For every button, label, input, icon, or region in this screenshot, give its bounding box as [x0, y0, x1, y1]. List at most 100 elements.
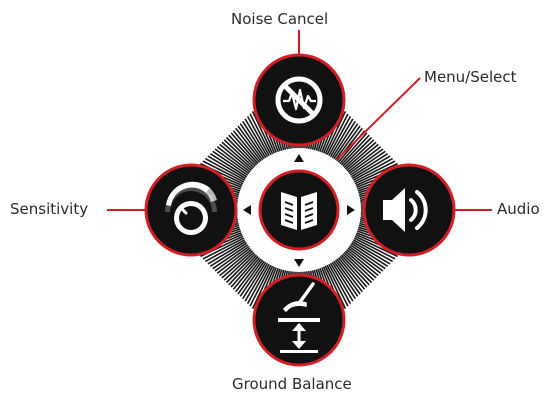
arrow-up-icon: [294, 154, 304, 162]
arrow-left-icon: [243, 205, 251, 215]
label-noise-cancel: Noise Cancel: [231, 10, 329, 28]
ray-line: [344, 244, 382, 274]
ray-line: [207, 238, 250, 265]
ray-line: [330, 257, 359, 297]
ray-line: [205, 237, 249, 263]
ray-line: [235, 127, 265, 165]
ray-line: [332, 256, 361, 295]
sensitivity-button[interactable]: [144, 163, 238, 257]
ray-line: [349, 237, 393, 263]
ray-line: [232, 254, 263, 290]
ray-line: [225, 136, 259, 170]
ray-line: [346, 241, 386, 270]
ray-line: [345, 243, 384, 272]
ray-line: [336, 132, 368, 168]
ray-line: [202, 235, 248, 260]
ray-line: [242, 120, 269, 162]
ray-line: [244, 259, 271, 302]
ray-line: [239, 123, 268, 163]
ray-line: [249, 261, 274, 307]
ray-line: [344, 146, 382, 176]
ray-line: [225, 250, 259, 284]
ray-line: [209, 153, 251, 180]
ray-line: [347, 153, 389, 180]
ray-line: [333, 255, 363, 293]
label-ground-balance: Ground Balance: [232, 375, 352, 393]
ray-line: [345, 148, 384, 177]
ray-line: [237, 256, 266, 295]
ray-line: [341, 141, 377, 173]
ray-line: [350, 160, 396, 185]
ray-line: [249, 113, 274, 159]
ray-line: [221, 247, 257, 279]
ray-line: [205, 157, 249, 183]
label-menu-select: Menu/Select: [424, 68, 517, 86]
ray-line: [219, 143, 255, 174]
ray-line: [329, 120, 356, 162]
ray-line: [351, 233, 398, 258]
ray-line: [349, 157, 393, 183]
arrow-down-icon: [294, 259, 304, 267]
ground-balance-button[interactable]: [252, 273, 346, 367]
ray-line: [242, 258, 269, 300]
ray-line: [329, 258, 356, 300]
direction-arrows: [243, 154, 355, 267]
ray-line: [212, 241, 252, 270]
ray-line: [322, 262, 347, 309]
ray-line: [327, 118, 354, 161]
ray-line: [246, 116, 272, 160]
ray-line: [232, 130, 263, 166]
ray-line: [347, 240, 389, 267]
ray-line: [326, 116, 352, 160]
ray-line: [340, 249, 375, 281]
ray-line: [326, 260, 352, 304]
ray-line: [223, 249, 258, 281]
noise-cancel-button[interactable]: [252, 53, 346, 147]
ray-line: [343, 143, 379, 174]
ray-line: [340, 139, 375, 171]
ray-line: [351, 162, 398, 187]
ground-balance-icon: [278, 282, 320, 353]
ray-line: [346, 150, 386, 179]
ray-line: [244, 118, 271, 161]
ray-line: [216, 146, 254, 176]
ray-line: [216, 244, 254, 274]
ray-line: [339, 136, 373, 170]
ray-line: [336, 252, 368, 288]
ray-line: [246, 260, 272, 304]
ray-line: [209, 240, 251, 267]
audio-button[interactable]: [362, 163, 456, 257]
ray-line: [202, 160, 248, 185]
ray-line: [235, 255, 265, 293]
ray-line: [324, 113, 349, 159]
sensitivity-knob-icon: [165, 181, 217, 235]
ray-line: [324, 261, 349, 307]
menu-select-button[interactable]: [258, 169, 340, 251]
ray-line: [219, 246, 255, 277]
ray-line: [343, 246, 379, 277]
ray-line: [212, 150, 252, 179]
ray-line: [350, 235, 396, 260]
ray-line: [230, 252, 262, 288]
ray-line: [237, 125, 266, 164]
ray-line: [214, 243, 253, 272]
ray-line: [330, 123, 359, 163]
ray-line: [223, 139, 258, 171]
ray-line: [322, 111, 347, 158]
ray-line: [348, 155, 391, 182]
ray-line: [338, 251, 370, 286]
ray-line: [332, 125, 361, 164]
label-sensitivity: Sensitivity: [10, 200, 89, 218]
ray-line: [338, 134, 370, 169]
noise-cancel-icon: [275, 76, 323, 124]
ray-line: [230, 132, 262, 168]
ray-line: [239, 257, 268, 297]
ray-line: [228, 134, 260, 169]
ray-line: [341, 247, 377, 279]
ray-line: [251, 262, 276, 309]
ray-line: [348, 238, 391, 265]
ray-line: [214, 148, 253, 177]
menu-book-icon: [281, 192, 317, 230]
